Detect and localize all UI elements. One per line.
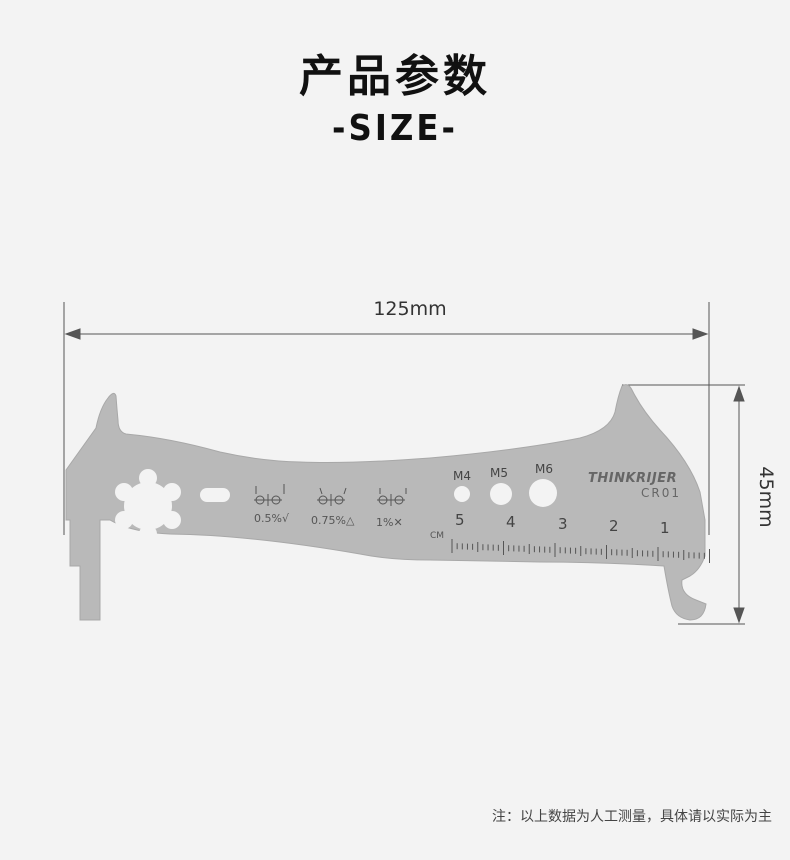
- scale-number-2: 2: [609, 517, 619, 535]
- scale-number-4: 4: [506, 513, 516, 531]
- metric-holes: [454, 479, 557, 507]
- height-dimension-line: [622, 384, 745, 625]
- spoke-wrench-hole: [115, 469, 181, 543]
- slot-hole: [200, 488, 230, 502]
- wear-gauge-label-075: 0.75%△: [311, 514, 355, 527]
- page-subtitle: -SIZE-: [332, 108, 458, 149]
- scale-unit-label: CM: [430, 531, 445, 541]
- height-dimension-label: 45mm: [755, 466, 777, 528]
- wear-gauge-label-05: 0.5%√: [254, 512, 289, 525]
- scale-number-3: 3: [558, 515, 568, 533]
- wear-gauge-label-1: 1%✕: [376, 516, 403, 529]
- scale-number-5: 5: [455, 511, 465, 529]
- page-title: 产品参数: [299, 51, 491, 102]
- hole-label-m6: M6: [535, 462, 553, 476]
- scale-number-1: 1: [660, 519, 670, 537]
- hole-label-m4: M4: [453, 469, 471, 483]
- chain-wear-icons: [254, 484, 407, 506]
- ruler-ticks: [451, 539, 710, 563]
- footer-note: 注：以上数据为人工测量，具体请以实际为主: [492, 809, 772, 825]
- hole-label-m5: M5: [490, 466, 508, 480]
- brand-logo: THINKRIJER: [588, 471, 678, 486]
- width-dimension-label: 125mm: [373, 298, 447, 320]
- width-dimension-line: [63, 302, 710, 535]
- model-number: CR01: [641, 486, 681, 500]
